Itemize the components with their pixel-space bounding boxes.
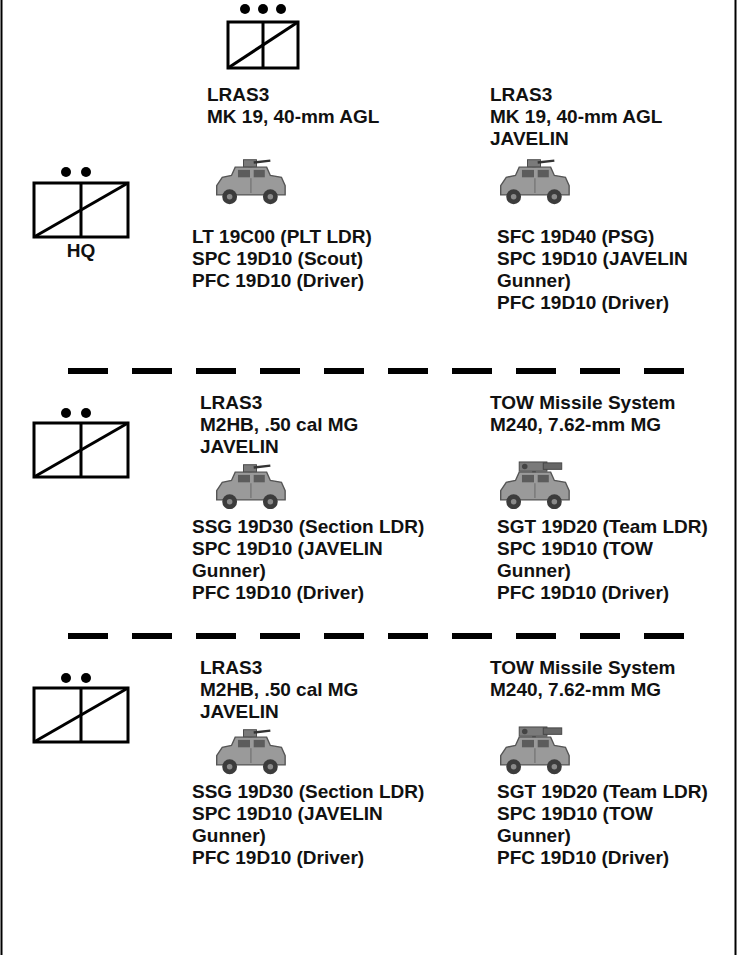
crew-label: SFC 19D40 (PSG) <box>497 226 654 248</box>
unit-symbol: HQ <box>32 162 130 262</box>
hmmwv-icon <box>217 160 285 204</box>
frame-line <box>1 0 3 955</box>
unit-symbol-outline <box>32 162 130 240</box>
equipment-label: MK 19, 40-mm AGL <box>490 106 662 128</box>
crew-label: PFC 19D10 (Driver) <box>192 270 364 292</box>
echelon-dot <box>81 167 91 177</box>
crew-label: SGT 19D20 (Team LDR) <box>497 781 708 803</box>
section-divider <box>68 368 700 374</box>
unit-box <box>34 183 128 237</box>
tow-hmmwv-icon <box>501 727 569 774</box>
equipment-label: LRAS3 <box>200 392 262 414</box>
echelon-dot <box>61 167 71 177</box>
section-divider <box>68 633 700 639</box>
equipment-label: M240, 7.62-mm MG <box>490 679 661 701</box>
tow-hmmwv-icon <box>501 462 569 509</box>
crew-label: PFC 19D10 (Driver) <box>192 847 364 869</box>
crew-label: PFC 19D10 (Driver) <box>497 582 669 604</box>
equipment-label: M2HB, .50 cal MG <box>200 414 358 436</box>
hmmwv-icon <box>217 730 285 774</box>
crew-label: PFC 19D10 (Driver) <box>497 292 669 314</box>
equipment-label: M2HB, .50 cal MG <box>200 679 358 701</box>
equipment-label: JAVELIN <box>200 701 279 723</box>
crew-label: SPC 19D10 (JAVELIN Gunner) <box>497 248 702 292</box>
crew-label: SPC 19D10 (TOW Gunner) <box>497 803 672 847</box>
equipment-label: JAVELIN <box>200 436 279 458</box>
crew-label: SSG 19D30 (Section LDR) <box>192 781 424 803</box>
equipment-label: LRAS3 <box>207 84 269 106</box>
crew-label: SPC 19D10 (JAVELIN Gunner) <box>192 538 397 582</box>
crew-label: SGT 19D20 (Team LDR) <box>497 516 708 538</box>
equipment-label: TOW Missile System <box>490 657 676 679</box>
platoon-symbol <box>228 4 298 68</box>
section-symbol <box>34 673 128 742</box>
crew-label: SSG 19D30 (Section LDR) <box>192 516 424 538</box>
crew-label: SPC 19D10 (TOW Gunner) <box>497 538 672 582</box>
unit-box-diagonal <box>34 183 128 237</box>
equipment-label: LRAS3 <box>490 84 552 106</box>
hmmwv-icon <box>501 160 569 204</box>
crew-label: PFC 19D10 (Driver) <box>497 847 669 869</box>
equipment-label: M240, 7.62-mm MG <box>490 414 661 436</box>
frame-line <box>735 0 737 955</box>
section-symbol <box>34 408 128 477</box>
equipment-label: MK 19, 40-mm AGL <box>207 106 379 128</box>
equipment-label: LRAS3 <box>200 657 262 679</box>
crew-label: SPC 19D10 (Scout) <box>192 248 363 270</box>
hmmwv-icon <box>217 465 285 509</box>
crew-label: SPC 19D10 (JAVELIN Gunner) <box>192 803 397 847</box>
equipment-label: TOW Missile System <box>490 392 676 414</box>
unit-label: HQ <box>32 240 130 262</box>
equipment-label: JAVELIN <box>490 128 569 150</box>
crew-label: LT 19C00 (PLT LDR) <box>192 226 372 248</box>
crew-label: PFC 19D10 (Driver) <box>192 582 364 604</box>
